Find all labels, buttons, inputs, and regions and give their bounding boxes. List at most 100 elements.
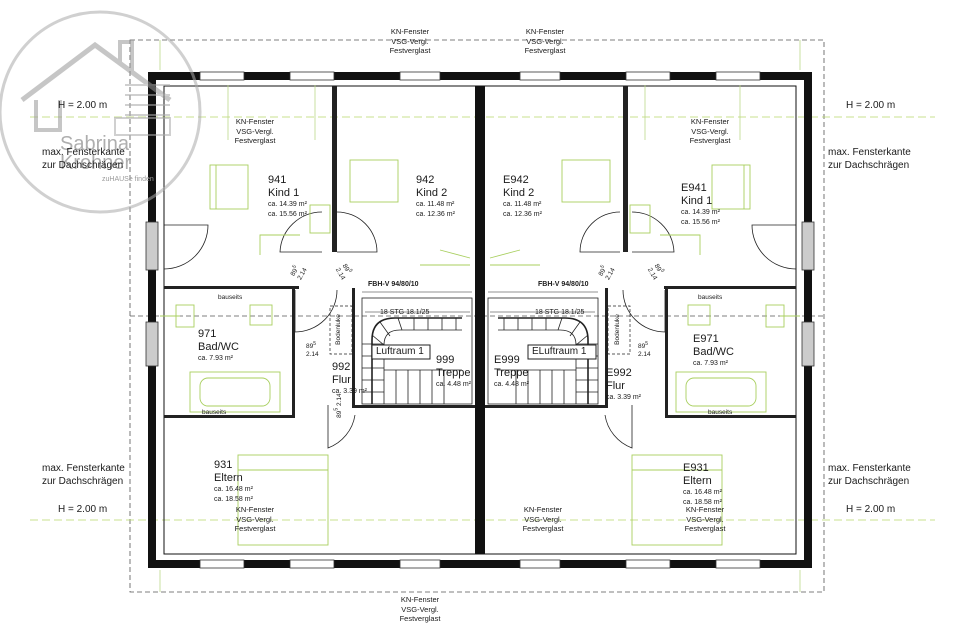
room-name: Kind 2 xyxy=(416,187,448,199)
window-note-line: KN-Fenster xyxy=(235,117,275,126)
window-note-line: VSG-Vergl. xyxy=(401,604,439,614)
room-942: 942 Kind 2 ca. 11.48 m² ca. 12.36 m² xyxy=(416,174,455,220)
door-dim-height: 2.14 xyxy=(306,351,319,359)
window-note-room-left: KN-Fenster VSG-Vergl. Festverglast xyxy=(225,117,285,146)
room-941: 941 Kind 1 ca. 14.39 m² ca. 15.56 m² xyxy=(268,174,307,220)
room-area: ca. 11.48 m² xyxy=(416,201,455,208)
fbh-left-label: FBH-V 94/80/10 xyxy=(368,281,419,288)
room-name: Eltern xyxy=(214,472,243,484)
door-dim-height: 2.14 xyxy=(296,266,309,282)
max-window-line2: zur Dachschrägen xyxy=(828,160,910,171)
door-dim-height: 2.14 xyxy=(604,266,617,282)
door-dim-sup: 5 xyxy=(659,268,666,274)
room-area: ca. 4.48 m² xyxy=(436,381,472,388)
window-note-line: Festverglast xyxy=(399,614,441,623)
room-name: Flur xyxy=(606,380,625,392)
door-dim-sup: 5 xyxy=(333,407,340,411)
window-note-line: VSG-Vergl. xyxy=(691,126,729,136)
room-name: Kind 2 xyxy=(503,187,535,199)
fbh-right-label: FBH-V 94/80/10 xyxy=(538,281,589,288)
room-name: Kind 1 xyxy=(681,195,713,207)
window-note-top-right: KN-Fenster VSG-Vergl. Festverglast xyxy=(515,27,575,56)
door-dim-value: 89 xyxy=(306,343,314,351)
room-name: Bad/WC xyxy=(693,346,734,358)
door-openings xyxy=(145,221,815,367)
room-area: ca. 3.39 m² xyxy=(606,394,642,401)
window-note-top-left: KN-Fenster VSG-Vergl. Festverglast xyxy=(380,27,440,56)
door-dim-height: 2.14 xyxy=(335,393,343,406)
door-dim-sup: 5 xyxy=(313,341,317,347)
door-dim-sup: 5 xyxy=(347,268,354,274)
max-window-label-top-left: max. Fensterkante zur Dachschrägen xyxy=(42,146,125,172)
bauseits-label: bauseits xyxy=(218,294,243,301)
window-fixtures xyxy=(159,40,801,592)
watermark-brand-line2: Krohner xyxy=(60,152,132,174)
room-971: 971 Bad/WC ca. 7.93 m² xyxy=(198,328,239,364)
room-e942: E942 Kind 2 ca. 11.48 m² ca. 12.36 m² xyxy=(503,174,542,220)
door-dim: 895 2.14 xyxy=(645,261,668,282)
window-note-line: KN-Fenster xyxy=(390,27,430,36)
window-note-line: KN-Fenster xyxy=(400,595,440,604)
room-area: ca. 3.39 m² xyxy=(332,388,368,395)
room-number: E942 xyxy=(503,174,529,186)
height-lines xyxy=(30,116,935,521)
window-note-line: Festverglast xyxy=(234,524,276,533)
window-note-line: Festverglast xyxy=(522,524,564,533)
room-area: ca. 12.36 m² xyxy=(503,211,542,218)
room-number: E971 xyxy=(693,333,719,345)
max-window-line1: max. Fensterkante xyxy=(828,463,911,474)
stairs-left-label: 18 STG 18.1/25 xyxy=(380,309,430,316)
luftraum-left-label: Luftraum 1 xyxy=(376,346,424,357)
door-dim: 895 2.14 xyxy=(333,261,356,282)
stairs-right-label: 18 STG 18.1/25 xyxy=(535,309,585,316)
max-window-line1: max. Fensterkante xyxy=(828,147,911,158)
door-dim-value: 89 xyxy=(335,410,343,418)
room-area: ca. 16.48 m² xyxy=(214,486,253,493)
bodenluke-right-label: Bodenluke xyxy=(613,314,621,345)
room-number: E941 xyxy=(681,182,707,194)
room-number: E992 xyxy=(606,367,632,379)
room-number: E931 xyxy=(683,462,709,474)
height-label-bottom-left: H = 2.00 m xyxy=(58,504,108,515)
doors xyxy=(163,211,797,449)
max-window-line2: zur Dachschrägen xyxy=(828,476,910,487)
window-note-line: VSG-Vergl. xyxy=(391,36,429,46)
room-area: ca. 15.56 m² xyxy=(681,219,720,226)
window-note-bottom-center: KN-Fenster VSG-Vergl. Festverglast xyxy=(513,505,573,534)
door-dim: 895 2.14 xyxy=(306,340,319,359)
window-note-line: KN-Fenster xyxy=(525,27,565,36)
room-e941: E941 Kind 1 ca. 14.39 m² ca. 15.56 m² xyxy=(681,182,720,228)
room-name: Bad/WC xyxy=(198,341,239,353)
door-dim: 895 2.14 xyxy=(287,261,310,282)
interior-walls xyxy=(164,86,796,418)
room-number: 941 xyxy=(268,174,287,186)
window-note-line: VSG-Vergl. xyxy=(236,126,274,136)
watermark-brand-line1: Sabrina xyxy=(60,133,129,155)
room-name: Treppe xyxy=(494,367,529,379)
bodenluke-left-label: Bodenluke xyxy=(334,314,342,345)
room-number: 992 xyxy=(332,361,351,373)
window-note-bottom-left-room: KN-Fenster VSG-Vergl. Festverglast xyxy=(225,505,285,534)
door-dim: 895 2.14 xyxy=(638,340,651,359)
luftraum-right-label: ELuftraum 1 xyxy=(532,346,587,357)
bauseits-label: bauseits xyxy=(698,294,723,301)
room-name: Flur xyxy=(332,374,351,386)
room-area: ca. 14.39 m² xyxy=(681,209,720,216)
window-note-line: Festverglast xyxy=(684,524,726,533)
window-note-bottom-outside: KN-Fenster VSG-Vergl. Festverglast xyxy=(390,595,450,624)
watermark-slogan: zuHAUSe finden xyxy=(102,176,154,183)
window-note-line: Festverglast xyxy=(234,136,276,145)
door-dim: 895 2.14 xyxy=(595,261,618,282)
window-note-room-right: KN-Fenster VSG-Vergl. Festverglast xyxy=(680,117,740,146)
room-e931: E931 Eltern ca. 16.48 m² ca. 18.58 m² xyxy=(683,462,722,508)
door-dim: 895 2.14 xyxy=(333,393,344,417)
room-area: ca. 18.58 m² xyxy=(214,496,253,503)
window-note-line: Festverglast xyxy=(389,46,431,55)
room-e971: E971 Bad/WC ca. 7.93 m² xyxy=(693,333,734,369)
room-area: ca. 7.93 m² xyxy=(198,355,234,362)
room-area: ca. 12.36 m² xyxy=(416,211,455,218)
room-number: 999 xyxy=(436,354,455,366)
window-note-line: VSG-Vergl. xyxy=(686,514,724,524)
bauseits-label: bauseits xyxy=(708,409,733,416)
